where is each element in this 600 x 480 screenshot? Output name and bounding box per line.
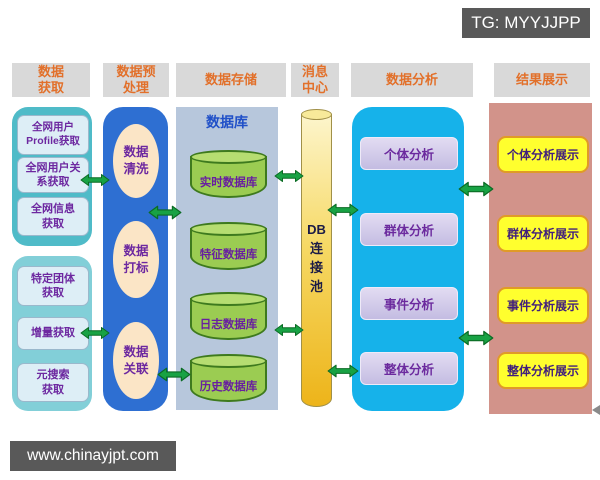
db-pool-body bbox=[301, 114, 332, 407]
database-label: 特征数据库 bbox=[199, 249, 258, 261]
flow-arrow-acquisition-preprocessing-top bbox=[80, 174, 110, 186]
column-header-analysis: 数据分析 bbox=[351, 63, 473, 97]
tg-watermark-badge: TG: MYYJJPP bbox=[462, 8, 590, 38]
preprocessing-tag-ellipse: 数据 打标 bbox=[113, 221, 159, 298]
flow-arrow-storage-pool-bottom bbox=[274, 324, 304, 336]
flow-arrow-analysis-display-top bbox=[458, 181, 494, 197]
flow-arrow-preprocessing-storage-bottom bbox=[157, 367, 191, 382]
flow-arrow-analysis-display-bottom bbox=[458, 330, 494, 346]
column-header-display: 结果展示 bbox=[494, 63, 590, 97]
database-label: 实时数据库 bbox=[199, 177, 258, 189]
database-cylinder-realtime: 实时数据库 bbox=[190, 150, 267, 198]
cylinder-top-ellipse bbox=[190, 292, 267, 306]
column-header-message-center: 消息 中心 bbox=[291, 63, 339, 97]
analysis-item-overall: 整体分析 bbox=[360, 352, 458, 385]
flow-arrow-pool-analysis-top bbox=[327, 203, 359, 217]
analysis-item-group: 群体分析 bbox=[360, 213, 458, 246]
preprocessing-link-ellipse: 数据 关联 bbox=[113, 322, 159, 399]
acquisition-item-relations: 全网用户关 系获取 bbox=[17, 157, 89, 193]
column-header-acquisition: 数据 获取 bbox=[12, 63, 90, 97]
db-pool-cylinder: DB 连 接 池 bbox=[301, 109, 332, 407]
cylinder-top-ellipse bbox=[190, 150, 267, 164]
preprocessing-clean-ellipse: 数据 清洗 bbox=[113, 124, 159, 198]
database-label: 日志数据库 bbox=[199, 319, 258, 331]
analysis-item-event: 事件分析 bbox=[360, 287, 458, 320]
analysis-item-individual: 个体分析 bbox=[360, 137, 458, 170]
column-header-preprocessing: 数据预 处理 bbox=[103, 63, 169, 97]
database-label: 历史数据库 bbox=[199, 381, 258, 393]
acquisition-item-netinfo: 全网信息 获取 bbox=[17, 197, 89, 236]
display-item-group: 群体分析展示 bbox=[497, 215, 589, 252]
storage-panel-title: 数据库 bbox=[206, 114, 248, 130]
display-item-event: 事件分析展示 bbox=[497, 287, 589, 324]
acquisition-item-group: 特定团体 获取 bbox=[17, 266, 89, 306]
cylinder-top-ellipse bbox=[190, 354, 267, 368]
db-pool-label: DB 连 接 池 bbox=[307, 222, 326, 294]
flow-arrow-acquisition-preprocessing-bottom bbox=[80, 327, 110, 339]
db-pool-top-ellipse bbox=[301, 109, 332, 120]
acquisition-item-incremental: 增量获取 bbox=[17, 317, 89, 350]
display-item-overall: 整体分析展示 bbox=[497, 352, 589, 389]
database-cylinder-log: 日志数据库 bbox=[190, 292, 267, 340]
flow-arrow-preprocessing-storage-top bbox=[148, 205, 182, 220]
acquisition-item-profile: 全网用户 Profile获取 bbox=[17, 115, 89, 155]
cylinder-top-ellipse bbox=[190, 222, 267, 236]
site-watermark-bar: www.chinayjpt.com bbox=[10, 441, 176, 471]
display-item-individual: 个体分析展示 bbox=[497, 136, 589, 173]
column-header-storage: 数据存储 bbox=[176, 63, 286, 97]
flow-arrow-pool-analysis-bottom bbox=[327, 364, 359, 378]
database-cylinder-history: 历史数据库 bbox=[190, 354, 267, 402]
acquisition-item-metasearch: 元搜索 获取 bbox=[17, 363, 89, 402]
flow-arrow-storage-pool-top bbox=[274, 170, 304, 182]
cursor-artifact bbox=[592, 405, 600, 415]
database-cylinder-feature: 特征数据库 bbox=[190, 222, 267, 270]
